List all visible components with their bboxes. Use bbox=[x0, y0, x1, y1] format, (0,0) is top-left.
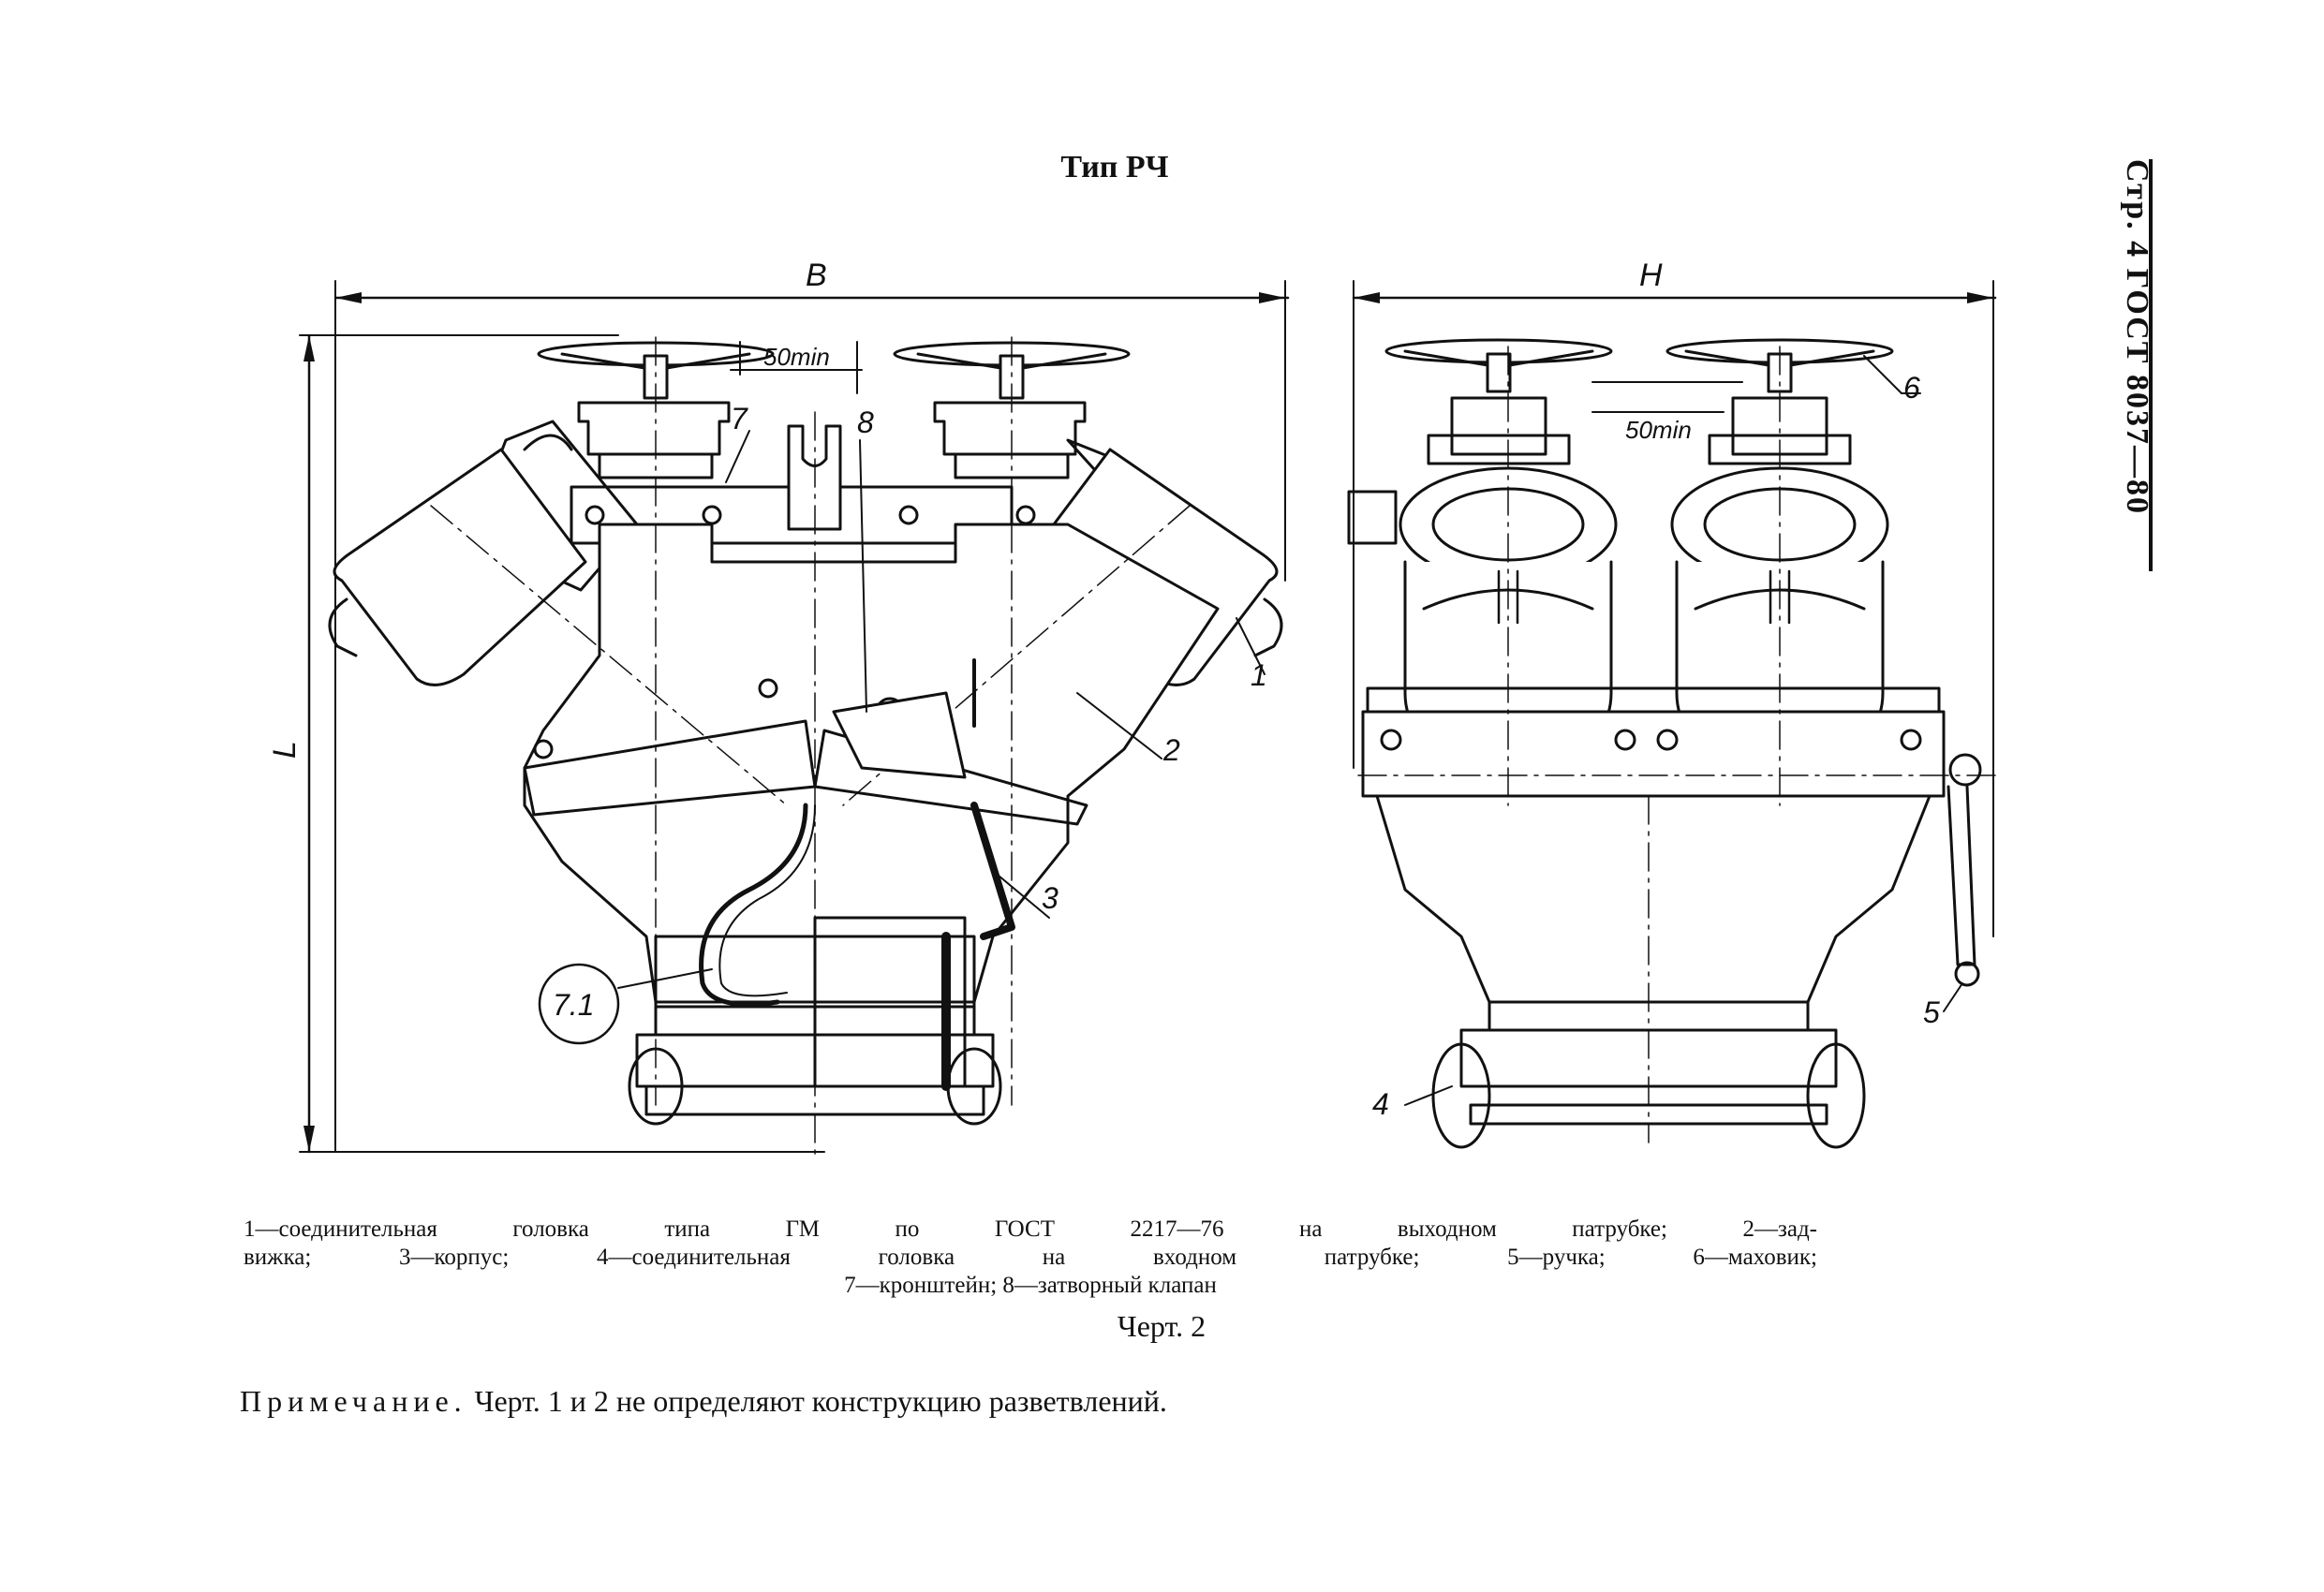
side-view: H 50min bbox=[1347, 258, 1997, 1149]
callout-7-1: 7.1 bbox=[553, 988, 594, 1022]
callout-5: 5 bbox=[1923, 995, 1940, 1029]
figure-legend: 1—соединительная головка типа ГМ по ГОСТ… bbox=[244, 1216, 1817, 1300]
side-header: Стр. 4 ГОСТ 8037—80 bbox=[2120, 159, 2183, 571]
dim-front-width-label: B bbox=[806, 258, 827, 293]
callout-8: 8 bbox=[857, 405, 874, 439]
note-text: Черт. 1 и 2 не определяют конструкцию ра… bbox=[474, 1384, 1167, 1418]
front-view: B L 50min bbox=[267, 258, 1290, 1162]
callout-4: 4 bbox=[1372, 1087, 1389, 1121]
page-title: Тип РЧ bbox=[1060, 150, 1169, 184]
callout-3: 3 bbox=[1042, 881, 1058, 915]
note: Примечание. Черт. 1 и 2 не определяют ко… bbox=[240, 1384, 1551, 1419]
dim-front-height-label: L bbox=[267, 741, 303, 759]
dim-side-width-label: H bbox=[1639, 258, 1663, 293]
callout-7: 7 bbox=[731, 402, 748, 435]
callout-2: 2 bbox=[1162, 733, 1180, 767]
legend-line-3: 7—кронштейн; 8—затворный клапан bbox=[844, 1273, 1217, 1298]
dim-gap-front-label: 50min bbox=[763, 343, 830, 371]
note-label: Примечание. bbox=[240, 1384, 467, 1418]
side-header-rule bbox=[2149, 159, 2153, 571]
dim-gap-side-label: 50min bbox=[1625, 416, 1692, 444]
legend-line-1: 1—соединительная головка типа ГМ по ГОСТ… bbox=[244, 1216, 1817, 1242]
figure-caption: Черт. 2 bbox=[1117, 1309, 1206, 1343]
legend-line-2: вижка; 3—корпус; 4—соединительная головк… bbox=[244, 1245, 1817, 1270]
callout-1: 1 bbox=[1251, 658, 1267, 692]
callout-6: 6 bbox=[1903, 371, 1920, 405]
callout-7-1-circle bbox=[538, 963, 620, 1045]
